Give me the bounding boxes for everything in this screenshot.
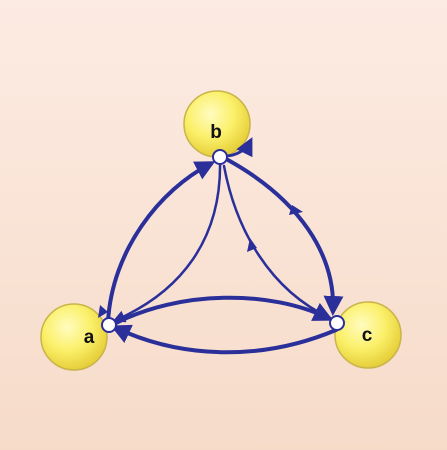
node-a-label: a — [84, 327, 95, 348]
node-a-port — [101, 317, 117, 333]
node-b-label: b — [210, 122, 222, 143]
node-c-port — [329, 315, 345, 331]
node-b-port — [212, 149, 228, 165]
edge-b-to-c — [226, 158, 344, 316]
node-c-ball — [334, 301, 402, 369]
edge-c-to-a — [110, 324, 338, 355]
edge-b-to-a — [112, 158, 222, 323]
edge-a-to-b — [106, 161, 216, 324]
edge-a-to-b-mid-arrow — [98, 305, 108, 318]
edge-c-to-b — [222, 164, 332, 320]
edge-b-to-c-mid-arrow — [289, 205, 303, 215]
edge-c-to-b-mid-arrow — [247, 238, 257, 252]
node-c-label: c — [362, 325, 373, 346]
node-a-ball — [40, 303, 108, 371]
edge-a-to-c — [112, 295, 334, 326]
